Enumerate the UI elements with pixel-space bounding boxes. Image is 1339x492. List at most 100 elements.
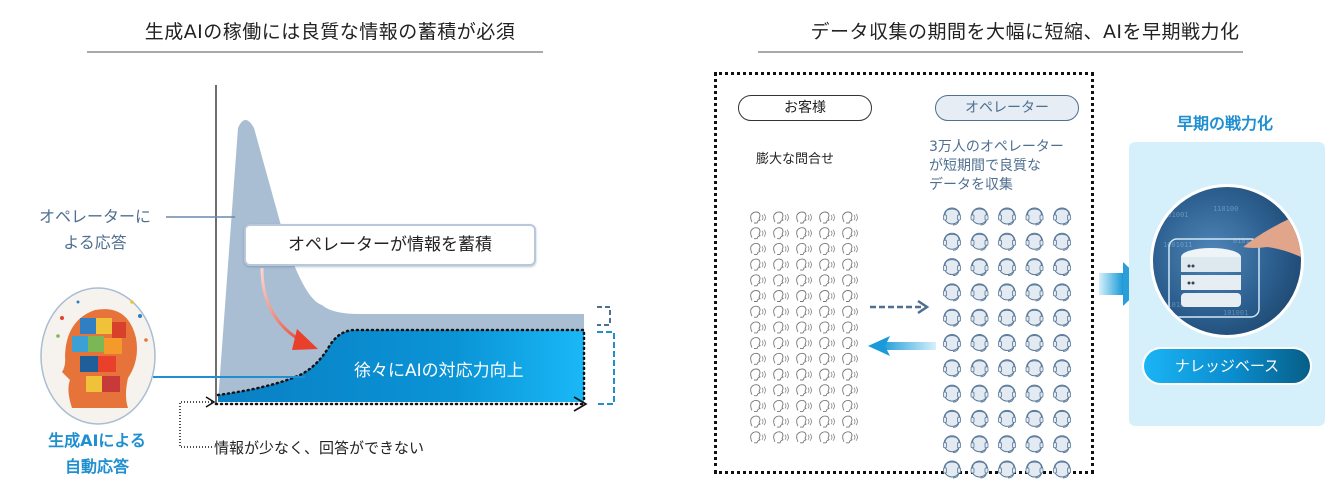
speaking-person-icon [796, 242, 812, 255]
speaking-person-icon [796, 258, 812, 271]
speaking-person-icon [842, 321, 858, 334]
headset-operator-icon [1025, 258, 1044, 277]
response-arrow-shaft [880, 342, 936, 350]
headset-operator-icon [998, 283, 1016, 302]
speaking-person-icon [796, 431, 812, 444]
speaking-person-icon [796, 337, 812, 350]
speaking-person-icon [773, 290, 789, 302]
customer-description: 膨大な問合せ [756, 152, 835, 167]
headset-operator-icon [1053, 359, 1071, 378]
inquiry-arrowhead [917, 299, 930, 315]
speaking-person-icon [842, 415, 858, 428]
customer-grid [750, 211, 858, 444]
early-deployment-title: 早期の戦力化 [1176, 114, 1273, 133]
headset-operator-icon [970, 435, 989, 454]
speaking-person-icon [819, 337, 835, 350]
speaking-person-icon [750, 258, 766, 271]
headset-operator-icon [1053, 283, 1071, 302]
speaking-person-icon [750, 211, 766, 224]
speaking-person-icon [750, 305, 766, 318]
headset-operator-icon [998, 308, 1016, 327]
puzzle-head-icon [40, 287, 156, 425]
speaking-person-icon [796, 305, 812, 318]
speaking-person-icon [819, 399, 835, 412]
speaking-person-icon [842, 290, 858, 302]
operator-response-label: オペレーターに よる応答 [30, 204, 160, 256]
headset-operator-icon [943, 409, 961, 428]
speaking-person-icon [750, 242, 766, 255]
headset-operator-icon [998, 232, 1016, 251]
headset-operator-icon [1025, 409, 1044, 428]
headset-operator-icon [943, 308, 961, 327]
headset-operator-icon [998, 258, 1016, 277]
knowledge-base-button[interactable]: ナレッジベース [1144, 349, 1310, 383]
left-panel-title: 生成AIの稼働には良質な情報の蓄積が必須 [144, 21, 516, 43]
headset-operator-icon [943, 435, 961, 454]
right-title-divider [758, 51, 1243, 53]
operator-desc-line1: 3万人のオペレーター [929, 139, 1064, 155]
headset-operator-icon [1025, 232, 1044, 251]
headset-operator-icon [998, 334, 1016, 352]
headset-operator-icon [1025, 308, 1044, 327]
x-axis-arrowhead [573, 396, 588, 412]
operator-accumulates-callout: オペレーターが情報を蓄積 [244, 224, 536, 266]
speaking-person-icon [819, 227, 835, 240]
speaking-person-icon [819, 352, 835, 365]
response-arrow-head [868, 336, 890, 356]
insufficient-info-note: 情報が少なく、回答ができない [214, 439, 425, 457]
headset-operator-icon [998, 409, 1016, 428]
speaking-person-icon [773, 399, 789, 412]
speaking-person-icon [796, 227, 812, 240]
headset-operator-icon [1053, 435, 1071, 454]
operator-label-line2: よる応答 [63, 233, 127, 252]
svg-text:110100: 110100 [1213, 205, 1238, 213]
speaking-person-icon [842, 258, 858, 271]
speaking-person-icon [819, 431, 835, 444]
speaking-person-icon [796, 290, 812, 302]
speaking-person-icon [750, 290, 766, 302]
speaking-person-icon [773, 431, 789, 444]
speaking-person-icon [819, 368, 835, 381]
headset-operator-icon [970, 334, 989, 352]
speaking-person-icon [819, 274, 835, 287]
speaking-person-icon [773, 211, 789, 224]
speaking-person-icon [750, 352, 766, 365]
speaking-person-icon [773, 305, 789, 318]
headset-operator-icon [1025, 283, 1044, 302]
speaking-person-icon [750, 415, 766, 428]
headset-operator-icon [1053, 232, 1071, 251]
speaking-person-icon [796, 399, 812, 412]
headset-operator-icon [998, 460, 1016, 479]
ai-response-area [218, 330, 584, 402]
headset-operator-icon [998, 359, 1016, 378]
speaking-person-icon [773, 352, 789, 365]
operator-pill: オペレーター [935, 95, 1079, 121]
speaking-person-icon [773, 384, 789, 397]
speaking-person-icon [842, 368, 858, 381]
speaking-person-icon [750, 274, 766, 287]
headset-operator-icon [1053, 409, 1071, 428]
svg-text:1001011: 1001011 [1163, 241, 1193, 249]
speaking-person-icon [796, 384, 812, 397]
speaking-person-icon [819, 415, 835, 428]
headset-operator-icon [943, 207, 961, 226]
headset-operator-icon [970, 384, 989, 403]
headset-operator-icon [998, 384, 1016, 403]
headset-operator-icon [1025, 334, 1044, 352]
speaking-person-icon [796, 415, 812, 428]
svg-text:0110101: 0110101 [1159, 301, 1189, 309]
speaking-person-icon [796, 274, 812, 287]
speaking-person-icon [842, 352, 858, 365]
headset-operator-icon [1053, 460, 1071, 479]
ai-response-label: 生成AIによる 自動応答 [32, 428, 162, 480]
speaking-person-icon [773, 415, 789, 428]
right-panel-title: データ収集の期間を大幅に短縮、AIを早期戦力化 [810, 21, 1240, 43]
speaking-person-icon [750, 384, 766, 397]
left-diagram [40, 85, 615, 448]
headset-operator-icon [1025, 460, 1044, 479]
speaking-person-icon [842, 211, 858, 224]
data-collection-frame [714, 72, 1094, 474]
headset-operator-icon [1025, 435, 1044, 454]
headset-operator-icon [1053, 334, 1071, 352]
